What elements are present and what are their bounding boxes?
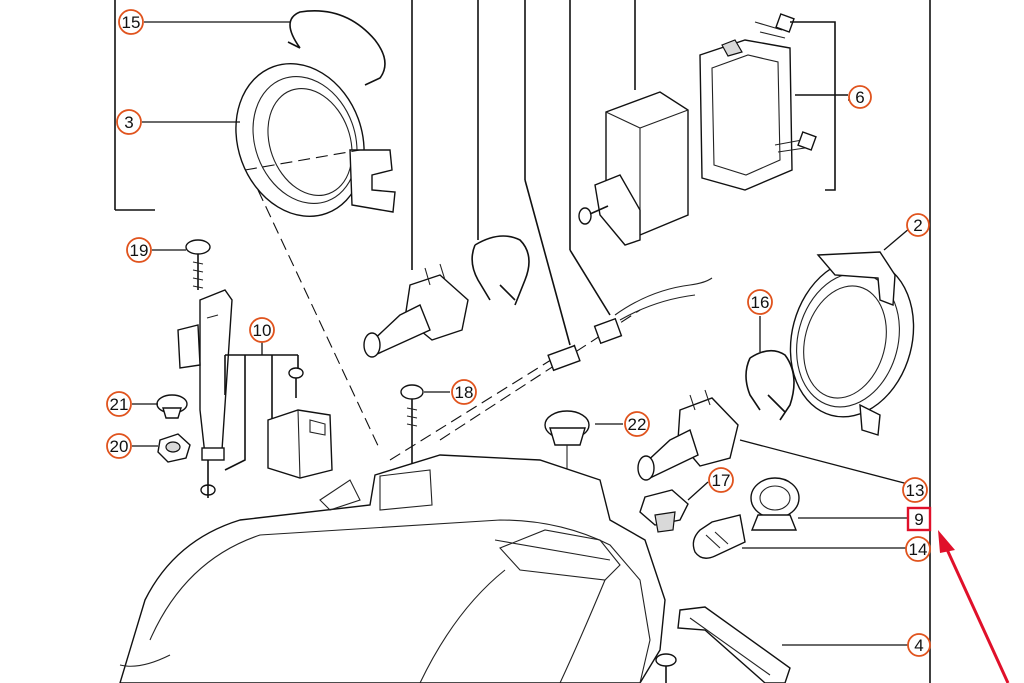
- svg-text:17: 17: [712, 471, 731, 490]
- callout-16: 16: [747, 289, 773, 315]
- mounting-bracket-part: [177, 289, 233, 461]
- screw-19-part: [185, 239, 211, 290]
- callout-labels: 15 3 19 10 21 20 18 22: [106, 9, 932, 657]
- callout-13: 13: [902, 477, 928, 503]
- svg-text:18: 18: [455, 383, 474, 402]
- callout-17: 17: [708, 467, 734, 493]
- svg-text:10: 10: [253, 321, 272, 340]
- svg-text:15: 15: [122, 13, 141, 32]
- svg-text:4: 4: [914, 636, 923, 655]
- callout-6: 6: [848, 85, 872, 109]
- svg-text:22: 22: [628, 415, 647, 434]
- callout-22: 22: [624, 411, 650, 437]
- svg-text:19: 19: [130, 241, 149, 260]
- reflector-ring-part: [235, 62, 396, 218]
- grommet-part: [156, 394, 188, 419]
- callout-3: 3: [116, 109, 142, 135]
- h7-bulb-lower-part: [637, 389, 739, 481]
- callout-2: 2: [906, 213, 930, 237]
- svg-text:2: 2: [913, 216, 922, 235]
- callout-18: 18: [451, 379, 477, 405]
- frame-lines: [114, 0, 931, 683]
- spring-clip-part: [287, 10, 386, 86]
- bulb-socket-part: [750, 477, 800, 531]
- callout-21: 21: [106, 391, 132, 417]
- adjuster-motor-part: [578, 91, 689, 246]
- leader-lines: [132, 21, 911, 646]
- nut-part: [639, 489, 689, 533]
- red-pointer-arrow: [938, 530, 1010, 683]
- callout-19: 19: [126, 237, 152, 263]
- callout-10: 10: [249, 317, 275, 343]
- svg-text:13: 13: [906, 481, 925, 500]
- bulb-retainer-upper-part: [471, 235, 530, 306]
- callout-9-highlighted: 9: [906, 506, 932, 532]
- screw-bottom-part: [655, 653, 677, 683]
- h7-bulb-upper-part: [363, 263, 469, 358]
- svg-text:21: 21: [110, 395, 129, 414]
- svg-text:6: 6: [855, 88, 864, 107]
- callout-15: 15: [118, 9, 144, 35]
- callout-4: 4: [907, 633, 931, 657]
- svg-text:20: 20: [110, 437, 129, 456]
- harness-connector-part: [547, 277, 713, 372]
- small-bulb-part: [692, 514, 746, 559]
- reflector-ring-right-part: [789, 251, 915, 436]
- trim-strip-part: [677, 606, 791, 683]
- bulb-retainer-right-part: [745, 349, 795, 421]
- clip-nut-part: [157, 433, 191, 463]
- svg-text:3: 3: [124, 113, 133, 132]
- callout-14: 14: [905, 536, 931, 562]
- svg-text:14: 14: [909, 540, 928, 559]
- screw-18-part: [400, 384, 424, 470]
- svg-text:9: 9: [914, 510, 923, 529]
- control-unit-part: [699, 13, 848, 191]
- callout-20: 20: [106, 433, 132, 459]
- svg-text:16: 16: [751, 293, 770, 312]
- headlamp-housing-part: [119, 454, 666, 683]
